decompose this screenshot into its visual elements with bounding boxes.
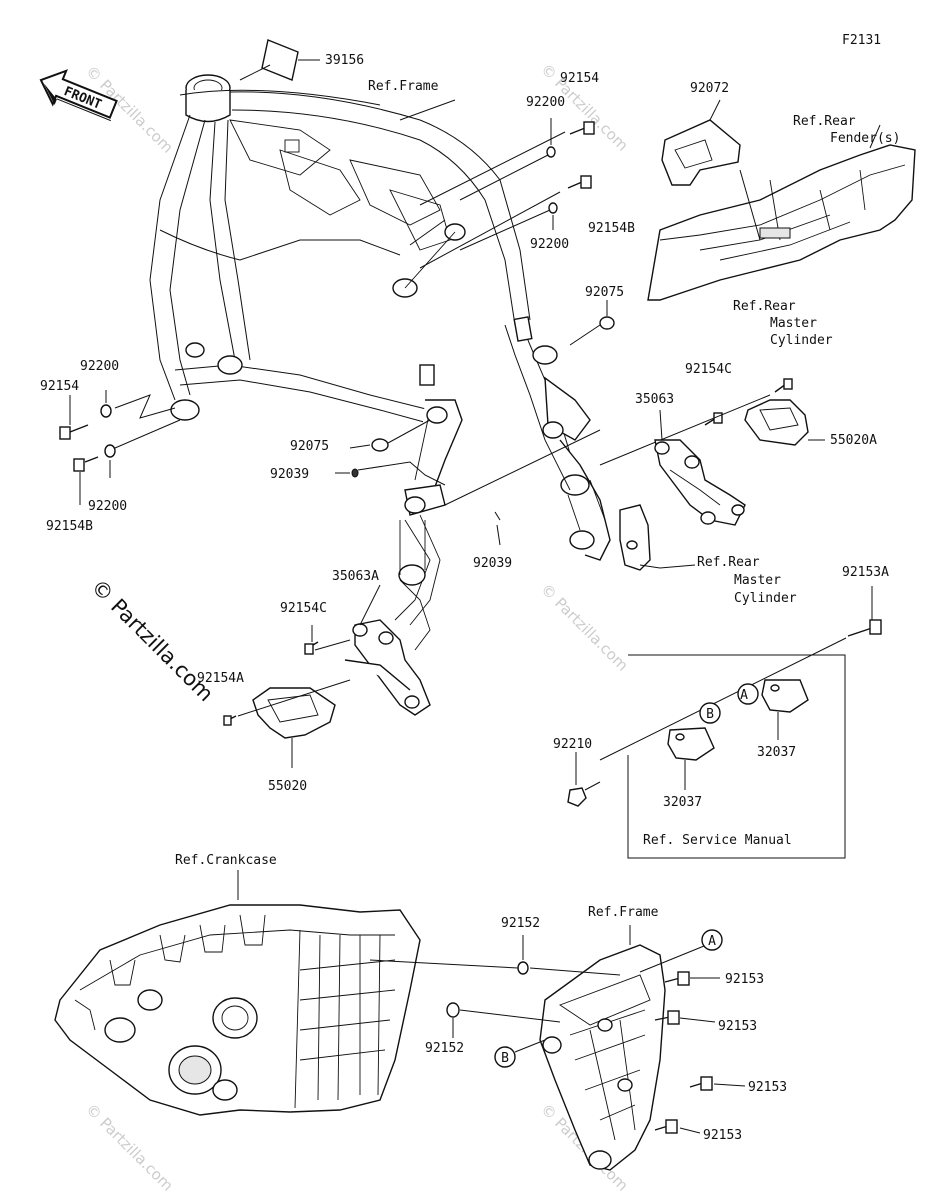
label-92039-mid: 92039 [473, 556, 512, 571]
label-92154b-left: 92154B [46, 519, 93, 534]
watermark-main: © Partzilla.com [86, 575, 218, 707]
label-32037-b: 32037 [663, 795, 702, 810]
ref-rear-master-b-1: Ref.Rear [697, 555, 760, 570]
label-92200-left: 92200 [80, 359, 119, 374]
label-92154a: 92154A [197, 671, 244, 686]
label-92075-right: 92075 [585, 285, 624, 300]
right-footpeg-bracket-drawing [599, 378, 825, 571]
callout-b-bottom: B [501, 1051, 509, 1066]
label-92152-left: 92152 [425, 1041, 464, 1056]
label-92154c-right: 92154C [685, 362, 732, 377]
mid-small-parts-drawing [335, 419, 601, 546]
label-39156: 39156 [325, 53, 364, 68]
ref-rear-master-a-1: Ref.Rear [733, 299, 796, 314]
watermark-mid: © Partzilla.com [537, 580, 632, 675]
callout-a-bottom: A [708, 934, 716, 949]
label-92153-2: 92153 [718, 1019, 757, 1034]
label-92152-top: 92152 [501, 916, 540, 931]
top-fasteners-drawing [419, 118, 595, 269]
ref-rear-master-a-2: Master [770, 316, 817, 331]
ref-rear-fender-1: Ref.Rear [793, 114, 856, 129]
ref-crankcase: Ref.Crankcase [175, 853, 277, 868]
label-92153a: 92153A [842, 565, 889, 580]
ref-rear-fender-2: Fender(s) [830, 131, 900, 146]
callout-b-top: B [706, 707, 714, 722]
ref-frame-top: Ref.Frame [368, 79, 439, 94]
part-39156-drawing [239, 39, 320, 81]
label-92154-left: 92154 [40, 379, 79, 394]
ref-frame-bottom: Ref.Frame [588, 905, 659, 920]
label-92039-left: 92039 [270, 467, 309, 482]
label-92075-mid: 92075 [290, 439, 329, 454]
callout-a-top: A [740, 688, 748, 703]
ref-rear-master-b-2: Master [734, 573, 781, 588]
label-32037-a: 32037 [757, 745, 796, 760]
ref-service-manual: Ref. Service Manual [643, 833, 792, 848]
label-92154-top: 92154 [560, 71, 599, 86]
label-35063: 35063 [635, 392, 674, 407]
part-92075-right-drawing [569, 300, 615, 346]
ref-rear-master-b-3: Cylinder [734, 591, 797, 606]
left-fasteners-drawing [59, 390, 181, 505]
watermark-bottomleft: © Partzilla.com [82, 1100, 177, 1195]
label-92200-mid: 92200 [530, 237, 569, 252]
label-92072: 92072 [690, 81, 729, 96]
ref-rear-master-a-3: Cylinder [770, 333, 833, 348]
rear-fender-drawing [647, 99, 916, 301]
label-92200-left2: 92200 [88, 499, 127, 514]
left-footpeg-bracket-drawing [223, 584, 431, 768]
label-55020: 55020 [268, 779, 307, 794]
diagram-code: F2131 [842, 33, 881, 48]
label-35063a: 35063A [332, 569, 379, 584]
label-55020a: 55020A [830, 433, 877, 448]
frame-drawing [149, 74, 611, 651]
label-92153-3: 92153 [748, 1080, 787, 1095]
label-92153-1: 92153 [725, 972, 764, 987]
label-92210: 92210 [553, 737, 592, 752]
label-92153-4: 92153 [703, 1128, 742, 1143]
crankcase-drawing [54, 870, 421, 1116]
label-92154c-left: 92154C [280, 601, 327, 616]
service-manual-box [567, 586, 882, 859]
label-92154b-top: 92154B [588, 221, 635, 236]
label-92200-top: 92200 [526, 95, 565, 110]
engine-mount-drawing [369, 925, 746, 1171]
